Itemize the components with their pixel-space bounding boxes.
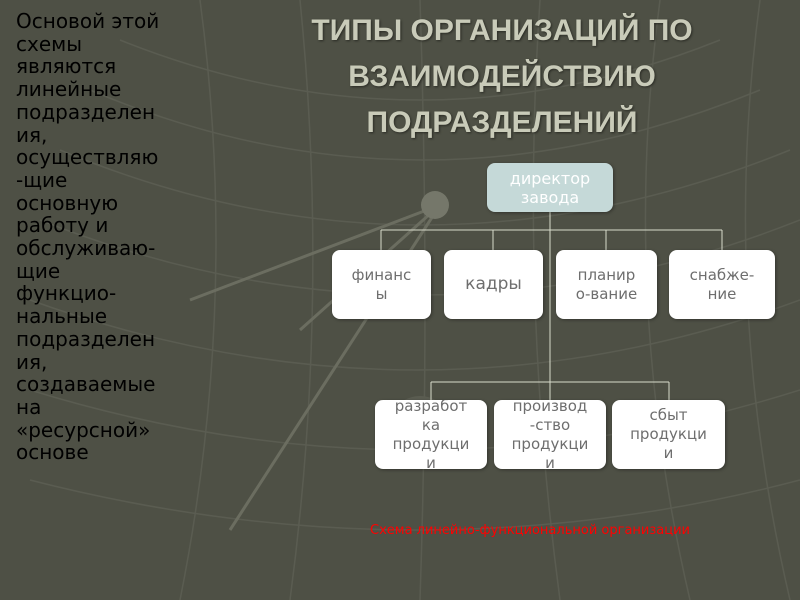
title-line-2: ВЗАИМОДЕЙСТВИЮ [348, 60, 656, 93]
node-cadre: кадры [444, 250, 543, 319]
title-line-1: ТИПЫ ОРГАНИЗАЦИЙ ПО [311, 14, 693, 47]
side-description-text: Основой этой схемы являются линейные под… [16, 9, 160, 465]
node-finance: финанс ы [332, 250, 431, 319]
title-line-3: ПОДРАЗДЕЛЕНИЙ [366, 106, 638, 139]
node-development: разработ ка продукци и [375, 400, 487, 469]
slide-title: ТИПЫ ОРГАНИЗАЦИЙ ПО ВЗАИМОДЕЙСТВИЮ ПОДРА… [262, 8, 742, 146]
node-planning: планир о-вание [556, 250, 657, 319]
node-production: производ -ство продукци и [494, 400, 606, 469]
node-director: директор завода [487, 163, 613, 212]
node-sales: сбыт продукци и [612, 400, 725, 469]
node-supply: снабже- ние [669, 250, 775, 319]
diagram-caption: Схема линейно-функциональной организации [370, 523, 690, 538]
